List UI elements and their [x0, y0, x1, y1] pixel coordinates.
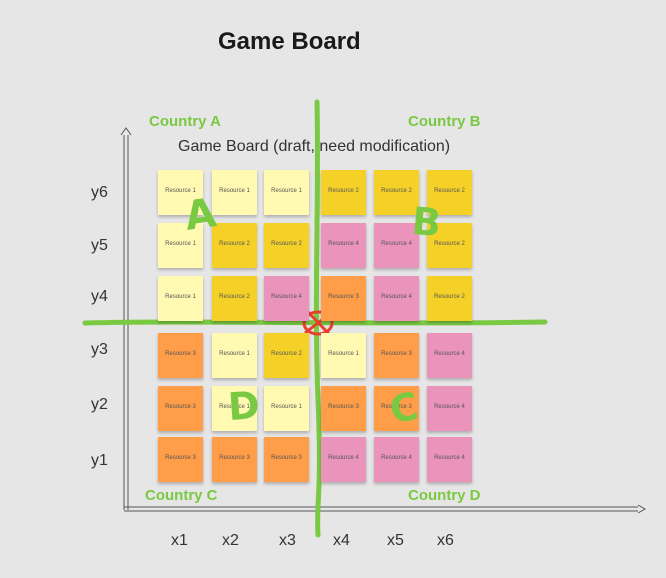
sticky-note-label: Resource 3	[219, 455, 250, 462]
sticky-note-label: Resource 2	[434, 188, 465, 195]
sticky-note-label: Resource 1	[271, 188, 302, 195]
y-axis-arrow	[120, 127, 132, 136]
y-label-y5: y5	[91, 237, 108, 254]
sticky-note-label: Resource 1	[165, 188, 196, 195]
sticky-note-label: Resource 4	[271, 294, 302, 301]
x-label-x5: x5	[387, 532, 404, 549]
sticky-note[interactable]: Resource 4	[321, 437, 366, 482]
sticky-note-label: Resource 4	[381, 294, 412, 301]
sticky-note-label: Resource 4	[381, 455, 412, 462]
sticky-note-label: Resource 4	[434, 351, 465, 358]
y-label-y4: y4	[91, 288, 108, 305]
sticky-note[interactable]: Resource 3	[158, 386, 203, 431]
x-label-x6: x6	[437, 532, 454, 549]
y-label-y2: y2	[91, 396, 108, 413]
sticky-note-label: Resource 3	[165, 351, 196, 358]
sticky-note-label: Resource 2	[328, 188, 359, 195]
sticky-note-label: Resource 3	[381, 351, 412, 358]
x-axis-arrow	[637, 504, 647, 514]
sticky-note-label: Resource 2	[271, 351, 302, 358]
sticky-note[interactable]: Resource 3	[374, 333, 419, 378]
sticky-note[interactable]: Resource 4	[427, 437, 472, 482]
page-title: Game Board	[218, 28, 361, 55]
sticky-note[interactable]: Resource 1	[158, 276, 203, 321]
y-label-y3: y3	[91, 341, 108, 358]
sticky-note[interactable]: Resource 1	[212, 386, 257, 431]
sticky-note-label: Resource 2	[219, 241, 250, 248]
sticky-note-label: Resource 2	[219, 294, 250, 301]
sticky-note-label: Resource 4	[434, 404, 465, 411]
sticky-note-label: Resource 2	[381, 188, 412, 195]
sticky-note-label: Resource 1	[165, 294, 196, 301]
vertical-divider-line	[313, 99, 322, 538]
sticky-note[interactable]: Resource 2	[427, 170, 472, 215]
country-a-label: Country A	[149, 113, 221, 130]
sticky-note-label: Resource 3	[271, 455, 302, 462]
sticky-note-label: Resource 4	[328, 455, 359, 462]
sticky-note[interactable]: Resource 1	[158, 223, 203, 268]
sticky-note-label: Resource 3	[328, 294, 359, 301]
sticky-note[interactable]: Resource 2	[374, 170, 419, 215]
sticky-note[interactable]: Resource 2	[321, 170, 366, 215]
sticky-note-label: Resource 4	[328, 241, 359, 248]
sticky-note-label: Resource 4	[434, 455, 465, 462]
sticky-note-label: Resource 1	[219, 351, 250, 358]
sticky-note[interactable]: Resource 2	[264, 333, 309, 378]
sticky-note[interactable]: Resource 4	[374, 223, 419, 268]
sticky-note[interactable]: Resource 2	[427, 223, 472, 268]
sticky-note[interactable]: Resource 3	[158, 437, 203, 482]
sticky-note[interactable]: Resource 2	[212, 223, 257, 268]
sticky-note[interactable]: Resource 2	[427, 276, 472, 321]
handwritten-letter-d: D	[226, 382, 262, 430]
sticky-note[interactable]: Resource 3	[374, 386, 419, 431]
sticky-note-label: Resource 1	[328, 351, 359, 358]
sticky-note[interactable]: Resource 1	[264, 170, 309, 215]
sticky-note-label: Resource 4	[381, 241, 412, 248]
country-b-label: Country B	[408, 113, 481, 130]
sticky-note[interactable]: Resource 3	[158, 333, 203, 378]
sticky-note-label: Resource 3	[165, 404, 196, 411]
sticky-note[interactable]: Resource 1	[212, 333, 257, 378]
sticky-note[interactable]: Resource 3	[321, 276, 366, 321]
sticky-note[interactable]: Resource 3	[264, 437, 309, 482]
sticky-note[interactable]: Resource 1	[212, 170, 257, 215]
sticky-note-label: Resource 1	[271, 404, 302, 411]
x-label-x4: x4	[333, 532, 350, 549]
sticky-note-label: Resource 1	[219, 188, 250, 195]
sticky-note-label: Resource 3	[381, 404, 412, 411]
sticky-note[interactable]: Resource 3	[212, 437, 257, 482]
sticky-note-label: Resource 2	[271, 241, 302, 248]
handwritten-letter-b: B	[410, 198, 443, 246]
sticky-note[interactable]: Resource 1	[264, 386, 309, 431]
x-label-x2: x2	[222, 532, 239, 549]
sticky-note[interactable]: Resource 4	[321, 223, 366, 268]
sticky-note-label: Resource 3	[165, 455, 196, 462]
horizontal-divider-line	[82, 319, 548, 326]
sticky-note[interactable]: Resource 4	[374, 437, 419, 482]
y-label-y6: y6	[91, 184, 108, 201]
sticky-note[interactable]: Resource 4	[264, 276, 309, 321]
sticky-note[interactable]: Resource 4	[427, 333, 472, 378]
sticky-note[interactable]: Resource 2	[212, 276, 257, 321]
x-label-x3: x3	[279, 532, 296, 549]
sticky-note-label: Resource 1	[165, 241, 196, 248]
sticky-note[interactable]: Resource 1	[321, 333, 366, 378]
y-label-y1: y1	[91, 452, 108, 469]
sticky-note[interactable]: Resource 1	[158, 170, 203, 215]
country-c-label: Country C	[145, 487, 218, 504]
board-subtitle: Game Board (draft, need modification)	[178, 138, 451, 155]
country-d-label: Country D	[408, 487, 481, 504]
sticky-note[interactable]: Resource 4	[427, 386, 472, 431]
sticky-note[interactable]: Resource 2	[264, 223, 309, 268]
handwritten-letter-a: A	[181, 190, 220, 240]
sticky-note-label: Resource 3	[328, 404, 359, 411]
sticky-note[interactable]: Resource 4	[374, 276, 419, 321]
x-label-x1: x1	[171, 532, 188, 549]
sticky-note-label: Resource 1	[219, 404, 250, 411]
sticky-note-label: Resource 2	[434, 294, 465, 301]
sticky-note-label: Resource 2	[434, 241, 465, 248]
sticky-note[interactable]: Resource 3	[321, 386, 366, 431]
